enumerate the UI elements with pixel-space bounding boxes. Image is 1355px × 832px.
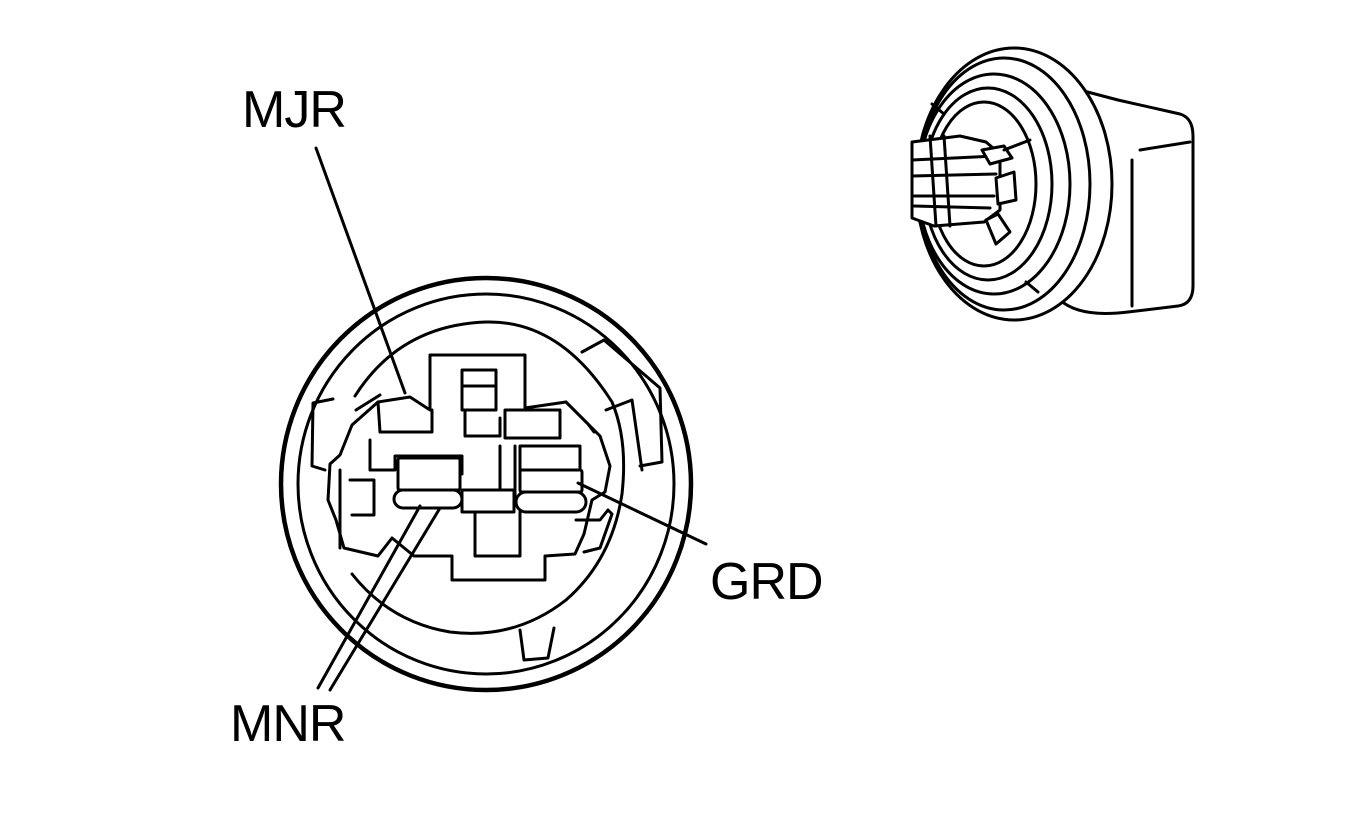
housing-detail-2 — [460, 368, 498, 412]
grd-terminal — [514, 490, 588, 514]
mnr-leader-line-2 — [328, 506, 442, 692]
housing-detail-5 — [503, 408, 562, 440]
housing-detail-7 — [518, 444, 582, 474]
socket-side-view — [910, 46, 1195, 322]
housing-detail-11 — [348, 478, 376, 517]
socket-left-tab — [310, 397, 335, 472]
housing-detail-14 — [354, 393, 382, 412]
socket-inner-contour — [350, 320, 626, 635]
mnr-terminal — [392, 488, 464, 510]
mnr-leader-line — [316, 504, 422, 690]
grd-leader-line — [576, 481, 708, 546]
housing-detail-12 — [473, 510, 522, 558]
grd-terminal-slot — [518, 468, 584, 494]
socket-right-tab-upper — [580, 338, 664, 468]
socket-bottom-notch — [518, 626, 556, 662]
mjr-leader-line — [314, 146, 407, 395]
socket-outer-rim — [278, 275, 694, 693]
mjr-label: MJR — [242, 81, 347, 139]
socket-front-view — [278, 275, 694, 693]
housing-detail-15 — [564, 400, 596, 434]
mnr-terminal-slot — [396, 456, 462, 492]
housing-detail-13 — [574, 508, 614, 554]
housing-detail-4 — [463, 408, 502, 438]
socket-body-edge — [1138, 140, 1192, 152]
housing-detail-1 — [376, 400, 434, 434]
mnr-label: MNR — [230, 695, 346, 753]
center-divider — [460, 488, 516, 514]
housing-detail-6 — [368, 438, 464, 476]
grd-label: GRD — [710, 553, 824, 611]
socket-inner-rim — [296, 292, 676, 676]
